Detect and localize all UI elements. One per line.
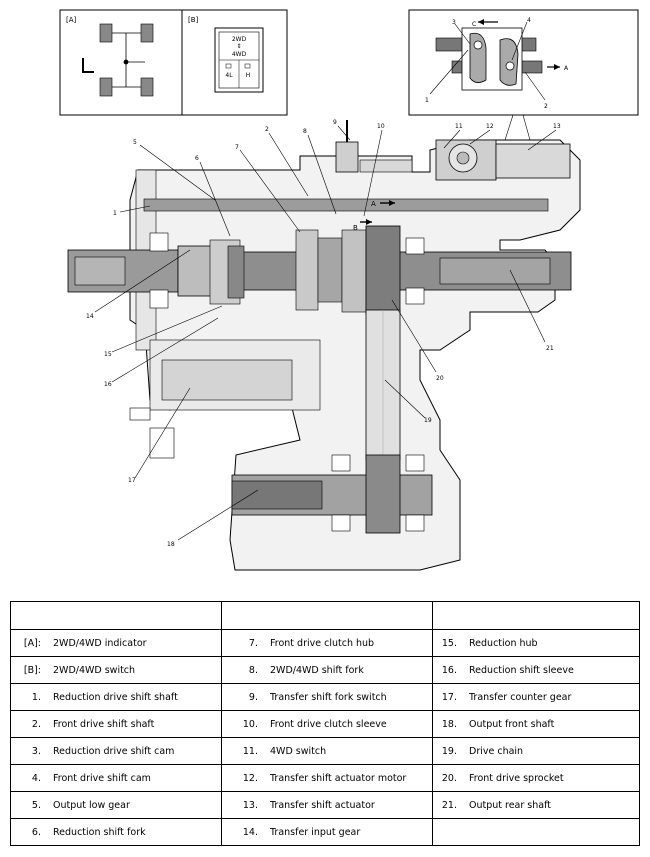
- legend-key: 18.: [441, 718, 457, 730]
- legend-value: 4WD switch: [270, 745, 327, 757]
- callout-15: 15: [104, 351, 112, 358]
- legend-row: 5. Output low gear 13. Transfer shift actu…: [10, 791, 640, 819]
- shift-cam-detail-inset: 3 C 4 A 1 2: [408, 9, 639, 141]
- legend-key: 19.: [441, 745, 457, 757]
- callout-13: 13: [553, 123, 561, 130]
- section-marker-b: B: [353, 224, 358, 232]
- callout-14: 14: [86, 313, 94, 320]
- legend-key: 6.: [31, 826, 41, 838]
- detail-callout-3: 3: [452, 19, 456, 26]
- callout-2: 2: [265, 126, 269, 133]
- callout-9: 9: [333, 119, 337, 126]
- legend-value: Reduction shift sleeve: [469, 664, 574, 676]
- switch-bottom-label: 4WD: [232, 51, 247, 58]
- callout-16: 16: [104, 381, 112, 388]
- callout-20: 20: [436, 375, 444, 382]
- detail-callout-2: 2: [544, 103, 548, 110]
- detail-callout-4: 4: [527, 17, 531, 24]
- switch-left-label: 4L: [225, 72, 233, 79]
- legend-key: 9.: [248, 691, 258, 703]
- callout-19: 19: [424, 417, 432, 424]
- parts-legend-table: [A]: 2WD/4WD indicator 7. Front drive clut…: [10, 601, 640, 846]
- legend-row: 6. Reduction shift fork 14. Transfer input…: [10, 818, 640, 846]
- legend-key: 7.: [248, 637, 258, 649]
- callout-7: 7: [235, 144, 239, 151]
- legend-row: 4. Front drive shift cam 12. Transfer shif…: [10, 764, 640, 792]
- drivetrain-indicator-icon: [82, 23, 154, 97]
- leader-lines: [94, 125, 557, 541]
- legend-key: 12.: [242, 772, 258, 784]
- legend-value: Output rear shaft: [469, 799, 552, 811]
- two-four-wd-switch-icon: 2WD ⇕ 4WD 4L H: [214, 27, 264, 93]
- detail-callout-c: C: [472, 21, 476, 28]
- shafts: [67, 120, 572, 534]
- legend-key: [A]:: [23, 637, 41, 649]
- callout-8: 8: [303, 128, 307, 135]
- legend-value: Drive chain: [469, 745, 524, 757]
- legend-value: Reduction drive shift shaft: [53, 691, 178, 703]
- legend-value: Front drive clutch sleeve: [270, 718, 387, 730]
- legend-key: 13.: [242, 799, 258, 811]
- legend-value: Output front shaft: [469, 718, 555, 730]
- legend-value: Reduction hub: [469, 637, 538, 649]
- indicator-switch-inset: [A] [B] 2WD ⇕ 4WD 4L H: [59, 9, 288, 116]
- legend-key: 1.: [31, 691, 41, 703]
- switch-right-label: H: [246, 72, 251, 79]
- transfer-case-diagram: [A] [B] 2WD ⇕ 4WD 4L H: [59, 9, 639, 571]
- legend-key: 21.: [441, 799, 457, 811]
- legend-row: [B]:2WD/4WD switch 8.2WD/4WD shift fork …: [10, 656, 640, 684]
- callout-1: 1: [113, 210, 117, 217]
- legend-value: Transfer shift fork switch: [270, 691, 387, 703]
- legend-key: 15.: [441, 637, 457, 649]
- legend-value: 2WD/4WD shift fork: [270, 664, 364, 676]
- legend-value: Transfer counter gear: [469, 691, 572, 703]
- inset-a-label: [A]: [66, 16, 77, 24]
- legend-key: 14.: [242, 826, 258, 838]
- svg-text:⇕: ⇕: [236, 43, 241, 50]
- legend-value: Front drive shift shaft: [53, 718, 155, 730]
- section-arrows: A B: [353, 200, 395, 232]
- detail-callout-1: 1: [425, 97, 429, 104]
- legend-row: 3. Reduction drive shift cam 11. 4WD switc…: [10, 737, 640, 765]
- callout-numbers: 1 5 6 7 2 8 9 10 11 12 13 14 15 16 17 18…: [86, 119, 561, 548]
- legend-key: 8.: [248, 664, 258, 676]
- legend-value: 2WD/4WD switch: [53, 664, 136, 676]
- legend-key: [B]:: [23, 664, 41, 676]
- switch-top-label: 2WD: [232, 36, 247, 43]
- callout-11: 11: [455, 123, 463, 130]
- legend-value: Front drive shift cam: [53, 772, 151, 784]
- legend-key: 17.: [441, 691, 457, 703]
- legend-value: Transfer shift actuator motor: [270, 772, 407, 784]
- legend-key: 11.: [242, 745, 258, 757]
- legend-key: 4.: [31, 772, 41, 784]
- legend-row: 1. Reduction drive shift shaft 9. Transfer…: [10, 683, 640, 711]
- legend-value: Transfer shift actuator: [270, 799, 375, 811]
- callout-18: 18: [167, 541, 175, 548]
- legend-value: Front drive clutch hub: [270, 637, 375, 649]
- legend-key: 5.: [31, 799, 41, 811]
- section-marker-a: A: [371, 200, 376, 208]
- legend-value: Transfer input gear: [270, 826, 361, 838]
- legend-value: Reduction drive shift cam: [53, 745, 175, 757]
- legend-key: 16.: [441, 664, 457, 676]
- detail-callout-a: A: [564, 65, 569, 72]
- legend-value: Output low gear: [53, 799, 130, 811]
- callout-21: 21: [546, 345, 554, 352]
- callout-6: 6: [195, 155, 199, 162]
- legend-key: 20.: [441, 772, 457, 784]
- legend-key: 3.: [31, 745, 41, 757]
- legend-row: [A]: 2WD/4WD indicator 7. Front drive clut…: [10, 629, 640, 657]
- callout-10: 10: [377, 123, 385, 130]
- callout-5: 5: [133, 139, 137, 146]
- legend-header-row: [10, 601, 640, 630]
- legend-value: Front drive sprocket: [469, 772, 564, 784]
- legend-row: 2. Front drive shift shaft 10. Front drive…: [10, 710, 640, 738]
- callout-17: 17: [128, 477, 136, 484]
- callout-12: 12: [486, 123, 494, 130]
- legend-value: 2WD/4WD indicator: [53, 637, 147, 649]
- inset-b-label: [B]: [188, 16, 199, 24]
- legend-key: 2.: [31, 718, 41, 730]
- legend-key: 10.: [242, 718, 258, 730]
- legend-value: Reduction shift fork: [53, 826, 146, 838]
